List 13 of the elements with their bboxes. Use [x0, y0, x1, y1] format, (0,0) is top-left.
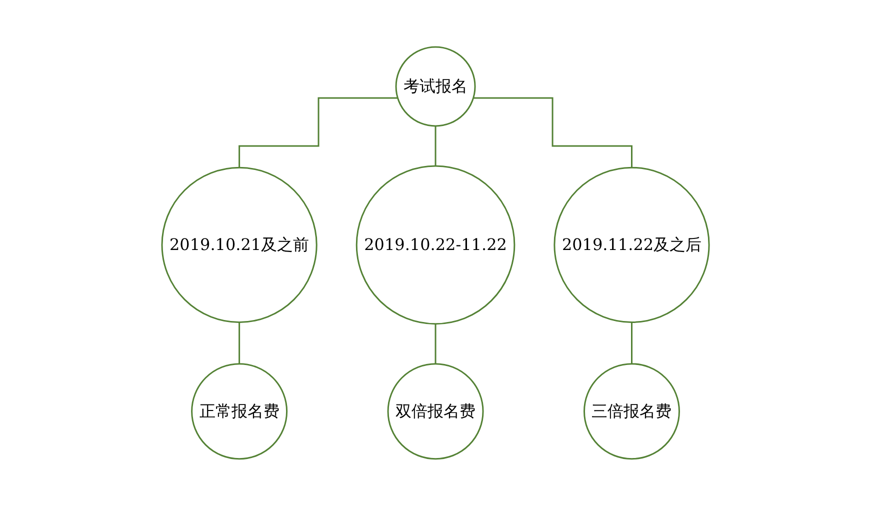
connector — [473, 96, 632, 168]
node-circle: 考试报名 — [395, 46, 476, 126]
node-circle: 正常报名费 — [191, 362, 288, 460]
connector — [630, 321, 632, 364]
connector — [434, 322, 436, 364]
node-circle: 三倍报名费 — [583, 362, 680, 460]
connector — [238, 321, 240, 364]
node-circle: 双倍报名费 — [387, 362, 484, 460]
node-circle: 2019.10.22-11.22 — [356, 164, 516, 324]
connector — [238, 96, 398, 168]
node-circle: 2019.11.22及之后 — [554, 166, 710, 323]
connector — [434, 124, 436, 166]
node-circle: 2019.10.21及之前 — [161, 166, 318, 323]
